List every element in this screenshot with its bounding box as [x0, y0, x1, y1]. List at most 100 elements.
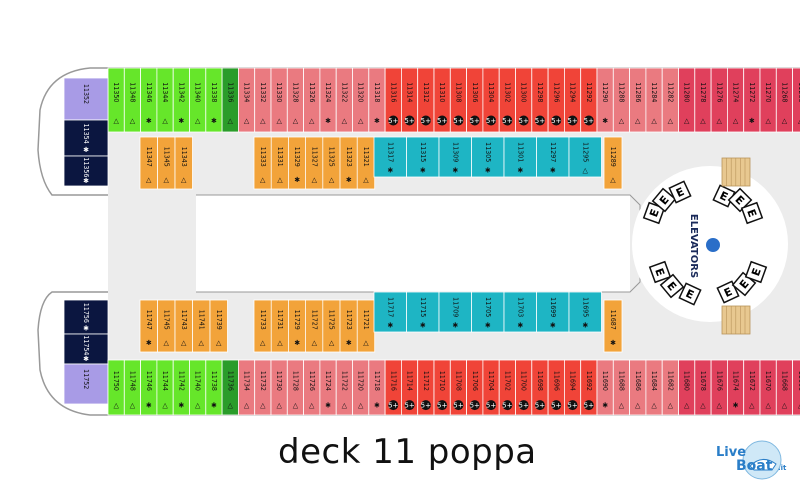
cabin-11680[interactable]: 11680△	[678, 359, 696, 416]
cabin-11732[interactable]: 11732△	[254, 359, 272, 416]
cabin-11284[interactable]: 11284△	[645, 67, 663, 133]
cabin-11343[interactable]: 11343△	[174, 136, 193, 190]
cabin-11747[interactable]: 11747✱	[139, 299, 158, 353]
cabin-11724[interactable]: 11724✱	[319, 359, 337, 416]
cabin-11328[interactable]: 11328△	[286, 67, 304, 133]
cabin-11705[interactable]: 11705✱	[471, 291, 505, 333]
cabin-11744[interactable]: 11744△	[156, 359, 174, 416]
cabin-11686[interactable]: 11686△	[629, 359, 647, 416]
cabin-11729[interactable]: 11729✱	[287, 299, 307, 353]
cabin-11350[interactable]: 11350△	[107, 67, 125, 133]
cabin-11748[interactable]: 11748△	[123, 359, 142, 416]
cabin-11323[interactable]: 11323✱	[339, 136, 358, 190]
cabin-11289[interactable]: 11289△	[603, 136, 623, 190]
cabin-11756[interactable]: 11756✱	[63, 299, 109, 335]
cabin-11717[interactable]: 11717✱	[373, 291, 407, 333]
cabin-11743[interactable]: 11743△	[174, 299, 193, 353]
cabin-11718[interactable]: 11718✱	[368, 359, 386, 416]
cabin-11354[interactable]: 11354✱	[63, 119, 109, 157]
cabin-11270[interactable]: 11270△	[759, 67, 777, 133]
cabin-11333[interactable]: 11333△	[253, 136, 272, 190]
cabin-11288[interactable]: 11288△	[612, 67, 630, 133]
cabin-11723[interactable]: 11723✱	[339, 299, 358, 353]
cabin-11290[interactable]: 11290✱	[596, 67, 614, 133]
cabin-11676[interactable]: 11676△	[710, 359, 728, 416]
cabin-11346[interactable]: 11346✱	[140, 67, 158, 133]
cabin-11745[interactable]: 11745△	[157, 299, 176, 353]
cabin-11720[interactable]: 11720△	[352, 359, 370, 416]
cabin-11668[interactable]: 11668△	[775, 359, 793, 416]
cabin-11318[interactable]: 11318✱	[368, 67, 386, 133]
cabin-11721[interactable]: 11721△	[356, 299, 376, 353]
cabin-11329[interactable]: 11329✱	[287, 136, 307, 190]
cabin-11320[interactable]: 11320△	[352, 67, 370, 133]
cabin-11715[interactable]: 11715✱	[406, 291, 440, 333]
cabin-11332[interactable]: 11332△	[254, 67, 272, 133]
cabin-11286[interactable]: 11286△	[629, 67, 647, 133]
cabin-11741[interactable]: 11741△	[192, 299, 211, 353]
cabin-11738[interactable]: 11738✱	[205, 359, 223, 416]
cabin-11752[interactable]: 11752	[63, 363, 109, 405]
cabin-11327[interactable]: 11327△	[305, 136, 324, 190]
cabin-11274[interactable]: 11274△	[727, 67, 745, 133]
cabin-11684[interactable]: 11684△	[645, 359, 663, 416]
cabin-11325[interactable]: 11325△	[322, 136, 341, 190]
cabin-11746[interactable]: 11746✱	[140, 359, 158, 416]
cabin-11331[interactable]: 11331△	[270, 136, 290, 190]
cabin-11687[interactable]: 11687✱	[603, 299, 623, 353]
cabin-11276[interactable]: 11276△	[710, 67, 728, 133]
cabin-11726[interactable]: 11726△	[303, 359, 321, 416]
cabin-11336[interactable]: 11336△	[221, 67, 239, 133]
cabin-11666[interactable]: 11666△	[792, 359, 800, 416]
cabin-11315[interactable]: 11315✱	[406, 136, 440, 178]
cabin-11324[interactable]: 11324✱	[319, 67, 337, 133]
cabin-11709[interactable]: 11709✱	[438, 291, 472, 333]
cabin-11750[interactable]: 11750△	[107, 359, 125, 416]
cabin-11674[interactable]: 11674✱	[727, 359, 745, 416]
cabin-11297[interactable]: 11297✱	[536, 136, 570, 178]
cabin-11268[interactable]: 11268△	[775, 67, 793, 133]
cabin-11699[interactable]: 11699✱	[536, 291, 570, 333]
cabin-11272[interactable]: 11272✱	[743, 67, 761, 133]
cabin-11688[interactable]: 11688△	[612, 359, 630, 416]
cabin-11334[interactable]: 11334△	[237, 67, 256, 133]
cabin-11278[interactable]: 11278△	[694, 67, 712, 133]
cabin-11754[interactable]: 11754✱	[63, 333, 109, 365]
cabin-11742[interactable]: 11742✱	[172, 359, 190, 416]
cabin-11295[interactable]: 11295△	[568, 136, 602, 178]
cabin-11678[interactable]: 11678△	[694, 359, 712, 416]
cabin-11322[interactable]: 11322△	[335, 67, 353, 133]
cabin-11301[interactable]: 11301✱	[503, 136, 537, 178]
cabin-11338[interactable]: 11338✱	[205, 67, 223, 133]
cabin-11670[interactable]: 11670△	[759, 359, 777, 416]
cabin-11730[interactable]: 11730△	[270, 359, 288, 416]
cabin-11728[interactable]: 11728△	[286, 359, 304, 416]
cabin-11347[interactable]: 11347△	[139, 136, 158, 190]
cabin-11703[interactable]: 11703✱	[503, 291, 537, 333]
cabin-11740[interactable]: 11740△	[189, 359, 207, 416]
cabin-11682[interactable]: 11682△	[661, 359, 679, 416]
cabin-11309[interactable]: 11309✱	[438, 136, 472, 178]
cabin-11330[interactable]: 11330△	[270, 67, 288, 133]
